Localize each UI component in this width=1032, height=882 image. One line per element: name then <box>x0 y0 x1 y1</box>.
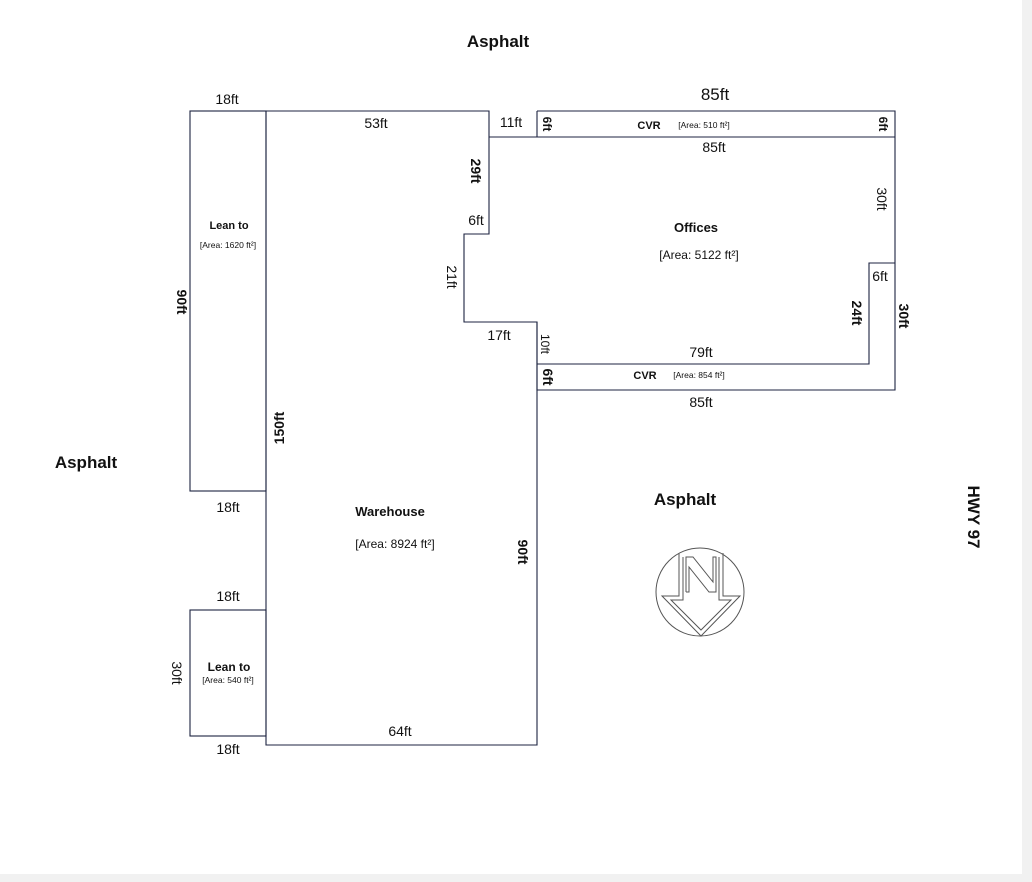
cvr-top-area: [Area: 510 ft²] <box>678 120 730 130</box>
dim-cvr-left: 6ft <box>540 117 554 132</box>
dim-30-right-upper: 30ft <box>874 187 890 210</box>
lean-to-lower-name: Lean to <box>208 660 251 674</box>
asphalt-top-label: Asphalt <box>467 32 530 51</box>
dim-85-bottom: 85ft <box>689 394 712 410</box>
dim-29: 29ft <box>468 159 484 184</box>
lean-to-upper-area: [Area: 1620 ft²] <box>200 240 256 250</box>
dim-cvr-right: 6ft <box>876 117 890 132</box>
dim-17: 17ft <box>487 327 510 343</box>
warehouse-outline <box>265 110 538 746</box>
bottom-edge-strip <box>0 874 1032 882</box>
dim-53: 53ft <box>364 115 387 131</box>
lean-to-upper-name: Lean to <box>209 220 248 232</box>
dim-21: 21ft <box>444 265 460 288</box>
dim-90-left: 90ft <box>174 290 190 315</box>
dim-18-bottom: 18ft <box>216 741 239 757</box>
dim-30-right-outer: 30ft <box>896 304 912 329</box>
dim-64: 64ft <box>388 723 411 739</box>
dim-150: 150ft <box>271 411 287 444</box>
asphalt-right-label: Asphalt <box>654 490 717 509</box>
offices-name: Offices <box>674 220 718 235</box>
warehouse-area: [Area: 8924 ft²] <box>355 537 434 551</box>
dim-18-top: 18ft <box>215 91 238 107</box>
right-edge-strip <box>1022 0 1032 882</box>
cvr-bottom-area: [Area: 854 ft²] <box>673 370 725 380</box>
dim-18-lower-top: 18ft <box>216 588 239 604</box>
north-arrow-icon <box>655 547 745 637</box>
office-inner-step <box>537 262 895 365</box>
dim-79: 79ft <box>689 344 712 360</box>
dim-18-mid: 18ft <box>216 499 239 515</box>
dim-90-warehouse: 90ft <box>515 540 531 565</box>
dim-6-step: 6ft <box>468 212 484 228</box>
dim-85-office-top: 85ft <box>702 139 725 155</box>
dim-6-cvr-bottom: 6ft <box>540 368 556 385</box>
dim-10: 10ft <box>538 334 552 355</box>
highway-label: HWY 97 <box>964 486 983 549</box>
cvr-top-name: CVR <box>637 120 660 132</box>
dim-11: 11ft <box>500 114 522 130</box>
dim-24: 24ft <box>849 301 865 326</box>
dim-85-top: 85ft <box>701 85 730 104</box>
lean-to-upper-outline <box>189 110 267 492</box>
cvr-bottom-name: CVR <box>633 370 656 382</box>
offices-area: [Area: 5122 ft²] <box>659 248 738 262</box>
dim-30-left: 30ft <box>169 661 185 684</box>
dim-6-right: 6ft <box>872 268 888 284</box>
asphalt-left-label: Asphalt <box>55 453 118 472</box>
offices-outline <box>536 110 896 391</box>
lean-to-lower-area: [Area: 540 ft²] <box>202 675 254 685</box>
warehouse-name: Warehouse <box>355 504 425 519</box>
